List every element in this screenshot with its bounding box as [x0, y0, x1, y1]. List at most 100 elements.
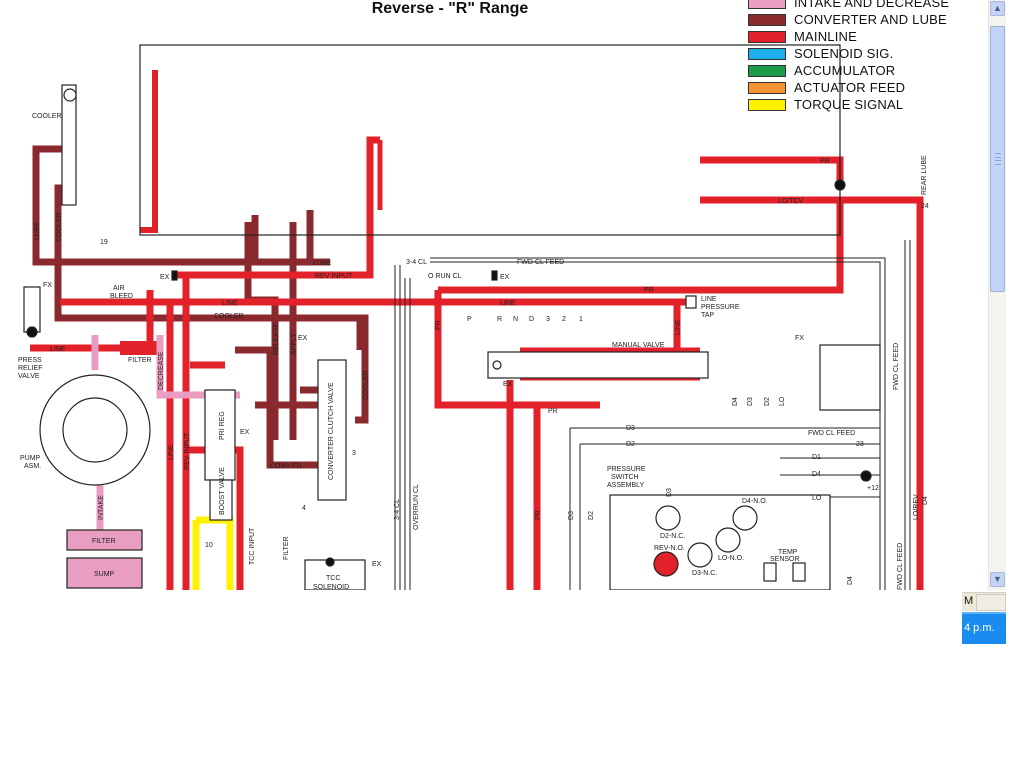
status-bar: M	[962, 592, 1006, 611]
legend-label: MAINLINE	[794, 29, 858, 44]
d4-no-switch	[732, 505, 758, 531]
label-cooler: COOLER	[32, 113, 62, 120]
label-intake: INTAKE	[98, 495, 105, 520]
label-line-pressure-tap: TAP	[701, 312, 714, 319]
cooler-cap	[63, 88, 77, 102]
lo-no-switch	[715, 527, 741, 553]
label-d4-v2: D4	[847, 576, 854, 585]
legend-swatch	[748, 13, 786, 26]
label-d4-no: D4-N.O.	[742, 498, 768, 505]
label-fx2: FX	[795, 335, 804, 342]
label-ref3: 3	[352, 450, 356, 457]
label-line: LINE	[50, 346, 66, 353]
filter-box	[66, 529, 143, 551]
legend-item: CONVERTER AND LUBE	[748, 11, 949, 28]
label-ex3: EX	[240, 429, 250, 436]
label-line-pressure-tap: LINE	[701, 296, 717, 303]
label-sump: SUMP	[94, 571, 115, 578]
legend-swatch	[748, 30, 786, 43]
label-d3: D3	[747, 397, 754, 406]
manual-valve	[487, 351, 709, 379]
label-pr-v: PR	[435, 320, 442, 330]
check-ball-12	[860, 470, 872, 482]
legend-item: MAINLINE	[748, 28, 949, 45]
label-ref19: 19	[100, 239, 108, 246]
chevron-up-icon: ▲	[993, 3, 1002, 13]
line-d4-right	[904, 240, 911, 590]
label-line-pressure-tap: PRESSURE	[701, 304, 740, 311]
pipe-cooler-right	[340, 314, 369, 424]
label-pr: PR	[644, 287, 654, 294]
legend-label: CONVERTER AND LUBE	[794, 12, 947, 27]
label-pr2: PR	[548, 408, 558, 415]
label-line-v2: LINE	[675, 319, 682, 335]
scrollbar-thumb[interactable]	[990, 26, 1005, 292]
vertical-scrollbar[interactable]: ▲ ▼	[988, 0, 1006, 590]
label-d2-h: D2	[626, 441, 635, 448]
label-cooler-v: COOLER	[56, 212, 63, 242]
label-d2-v: D2	[588, 511, 595, 520]
legend-item: ACCUMULATOR	[748, 62, 949, 79]
label-cooler-h: COOLER	[214, 313, 244, 320]
label-conv-fd: CONV FD	[270, 463, 302, 470]
check-ball-top	[834, 179, 846, 191]
pipe-pr	[438, 200, 844, 294]
label-ref4: 4	[302, 505, 306, 512]
label-lo-tcv: LO/TCV	[778, 198, 804, 205]
scroll-down-button[interactable]: ▼	[990, 572, 1005, 587]
label-pressure-switch: SWITCH	[611, 474, 639, 481]
line-fwd-cl-feed	[430, 261, 881, 590]
d2-nc-switch	[655, 505, 681, 531]
label-lo-h: LO	[812, 495, 822, 502]
label-ex5: EX	[500, 274, 510, 281]
label-air-bleed2: BLEED	[110, 293, 133, 300]
label-d3-h: D3	[626, 425, 635, 432]
label-ex6: EX	[503, 381, 513, 388]
diagram-title: Reverse - "R" Range	[371, 0, 529, 17]
label-ref10: 10	[205, 542, 213, 549]
label-d3-nc: D3-N.C.	[692, 570, 717, 577]
label-c34-cl-h: 3-4 CL	[406, 259, 427, 266]
system-tray[interactable]: 4 p.m.	[962, 612, 1006, 644]
pipe-torque	[196, 516, 234, 590]
label-ref24: 24	[921, 203, 929, 210]
cooler-radiator	[61, 84, 77, 206]
legend-label: INTAKE AND DECREASE	[794, 0, 950, 10]
check-ball-tcc	[325, 557, 335, 567]
line-pressure-tap	[685, 295, 697, 309]
pipe-trans-left	[140, 70, 158, 233]
label-rev-input: REV INPUT	[315, 273, 353, 280]
label-rev-no: REV-N.O.	[654, 545, 685, 552]
label-ex2: EX	[298, 335, 308, 342]
label-fwd-cl-feed-v: FWD CL FEED	[893, 343, 900, 390]
label-lube-h: LUBE	[313, 260, 332, 267]
taskbar-clock[interactable]: 4 p.m.	[964, 622, 995, 634]
converter-clutch-valve	[317, 359, 347, 501]
blank-area	[0, 590, 962, 644]
label-tcc-solenoid: SOLENOID	[313, 584, 349, 590]
label-lo-no: LO-N.O.	[718, 555, 744, 562]
status-field	[976, 594, 1006, 611]
gear-position-d: D	[529, 316, 534, 323]
legend-label: ACCUMULATOR	[794, 63, 896, 78]
label-ref23: 23	[856, 441, 864, 448]
label-filter-v: FILTER	[283, 536, 290, 560]
exhaust-ex1	[171, 270, 178, 281]
rev-no-switch	[653, 551, 679, 577]
label-d4: D4	[732, 397, 739, 406]
boost-valve	[209, 479, 233, 521]
label-tcc-solenoid: TCC	[326, 575, 340, 582]
gear-position-n: N	[513, 316, 518, 323]
label-fwd-cl-feed: FWD CL FEED	[517, 259, 564, 266]
fwd-cl-accumulator	[819, 344, 881, 411]
label-fx: FX	[43, 282, 52, 289]
label-lo-rev: LO/REV	[913, 494, 920, 520]
label-boost-valve: BOOST VALVE	[219, 467, 226, 515]
label-d2-nc: D2-N.C.	[660, 533, 685, 540]
label-release: RELEASE	[273, 322, 280, 355]
label-press-relief: RELIEF	[18, 365, 43, 372]
scroll-up-button[interactable]: ▲	[990, 1, 1005, 16]
label-d4-h: D4	[812, 471, 821, 478]
label-air-bleed: AIR	[113, 285, 125, 292]
label-decrease: DECREASE	[158, 351, 165, 390]
